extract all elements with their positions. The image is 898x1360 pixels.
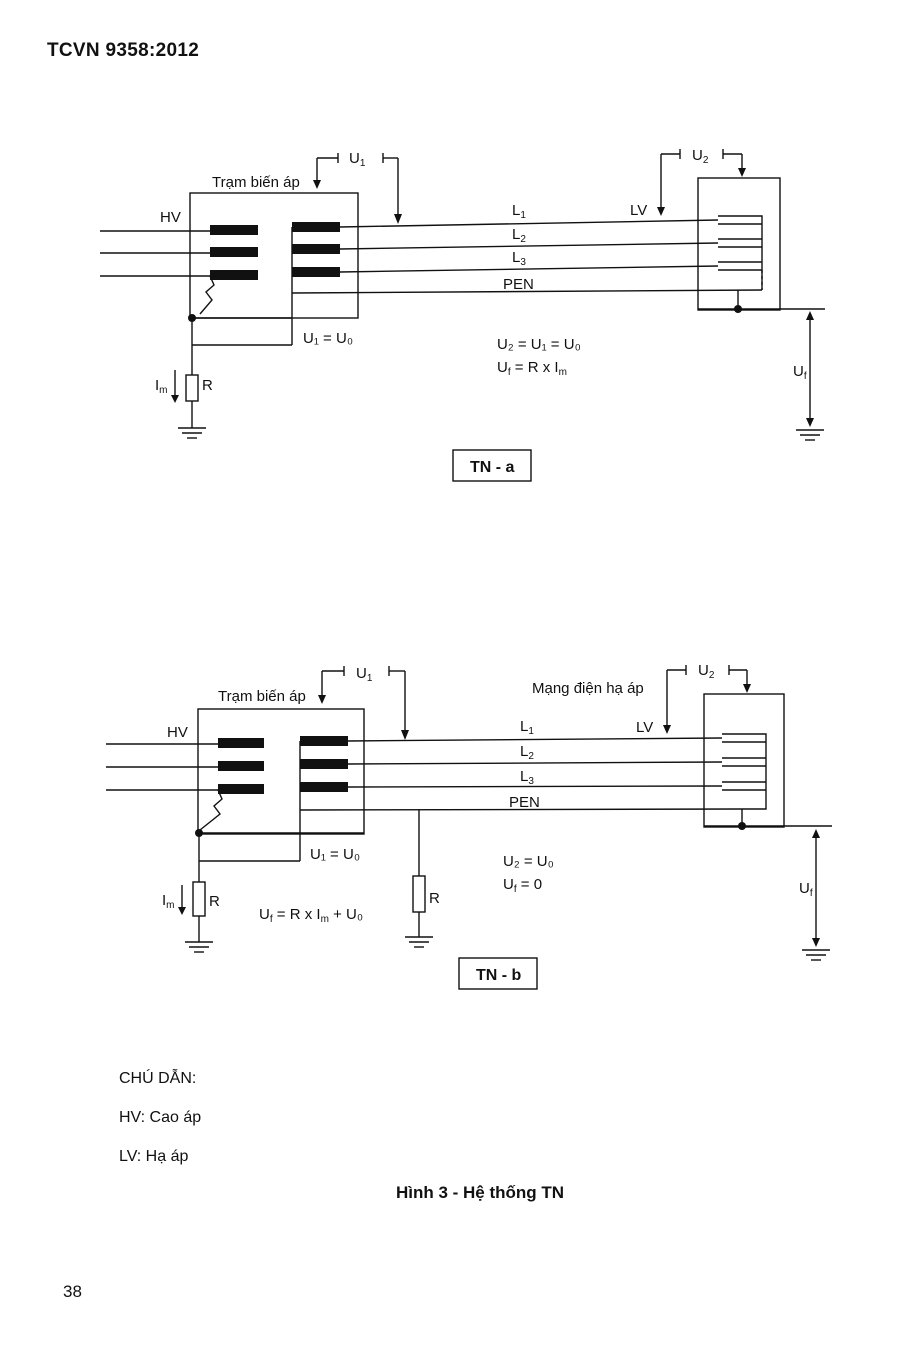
tn-b-label-box — [458, 957, 538, 990]
equation-u2: U₂ = U₁ = U₀ — [497, 336, 581, 353]
l1-label: L1 — [520, 718, 534, 737]
tn-b-label: TN - b — [476, 967, 522, 984]
page-number: 38 — [63, 1282, 82, 1301]
pen-label: PEN — [509, 794, 540, 811]
lv-network-label: Mạng điện hạ áp — [532, 680, 644, 697]
pen-label: PEN — [503, 276, 534, 293]
hv-label: HV — [167, 724, 188, 741]
l3-label: L3 — [512, 249, 526, 268]
l2-label: L2 — [512, 226, 526, 245]
l2-line — [339, 242, 719, 250]
tn-a-label: TN - a — [470, 459, 515, 476]
l2-line — [347, 761, 723, 765]
im-label: Im — [155, 377, 168, 396]
secondary-windings — [300, 736, 348, 792]
lv-label: LV — [636, 719, 653, 736]
tn-a-label-box — [452, 449, 532, 482]
equation-u2: U₂ = U₀ — [503, 853, 554, 870]
equation-uf-total: Uf = R x Im + U₀ — [259, 906, 363, 925]
primary-windings — [210, 225, 258, 280]
l3-label: L3 — [520, 768, 534, 787]
r-label: R — [209, 893, 220, 910]
document-header: TCVN 9358:2012 — [47, 40, 200, 61]
pen-earth-resistor — [412, 875, 426, 913]
substation-label: Trạm biến áp — [212, 174, 300, 191]
pen-line — [291, 289, 763, 294]
uf-label: Uf — [793, 363, 807, 382]
u1-equals-u0: U₁ = U₀ — [303, 330, 353, 347]
u1-label: U1 — [356, 665, 373, 684]
im-label: Im — [162, 892, 175, 911]
ground-symbol-load — [796, 429, 824, 441]
primary-windings — [218, 738, 264, 794]
equation-uf: Uf = 0 — [503, 876, 542, 895]
star-point-zigzag — [199, 275, 215, 315]
load-combs — [718, 215, 763, 290]
r-label: R — [202, 377, 213, 394]
l1-line — [347, 737, 723, 742]
diagram-tn-b: Trạm biến áp Mạng điện hạ áp HV LV U1 U2… — [106, 662, 832, 990]
consumer-box — [703, 693, 785, 828]
ground-symbol — [185, 941, 213, 953]
legend-hv: HV: Cao áp — [119, 1109, 202, 1126]
equation-uf: Uf = R x Im — [497, 359, 567, 378]
l2-label: L2 — [520, 743, 534, 762]
legend-title: CHÚ DẪN: — [119, 1070, 197, 1087]
diagram-tn-a: Trạm biến áp HV LV U1 U2 L1 L2 L3 PEN U₁… — [100, 147, 825, 482]
u2-label: U2 — [692, 147, 709, 166]
r-pen-label: R — [429, 890, 440, 907]
l1-line — [339, 219, 719, 228]
l3-line — [339, 265, 719, 273]
hv-label: HV — [160, 209, 181, 226]
u2-label: U2 — [698, 662, 715, 681]
uf-label: Uf — [799, 880, 813, 899]
lv-label: LV — [630, 202, 647, 219]
u1-label: U1 — [349, 150, 366, 169]
l1-label: L1 — [512, 202, 526, 221]
u1-equals-u0: U₁ = U₀ — [310, 846, 360, 863]
figure-caption: Hình 3 - Hệ thống TN — [395, 1183, 565, 1202]
pen-line — [299, 808, 743, 811]
transformer-box — [197, 708, 365, 835]
ground-symbol — [178, 427, 206, 439]
secondary-windings — [292, 222, 340, 277]
substation-label: Trạm biến áp — [218, 688, 306, 705]
legend-lv: LV: Hạ áp — [119, 1148, 189, 1165]
l3-line — [347, 785, 723, 788]
earth-resistor — [185, 374, 199, 402]
earth-resistor — [192, 881, 206, 917]
